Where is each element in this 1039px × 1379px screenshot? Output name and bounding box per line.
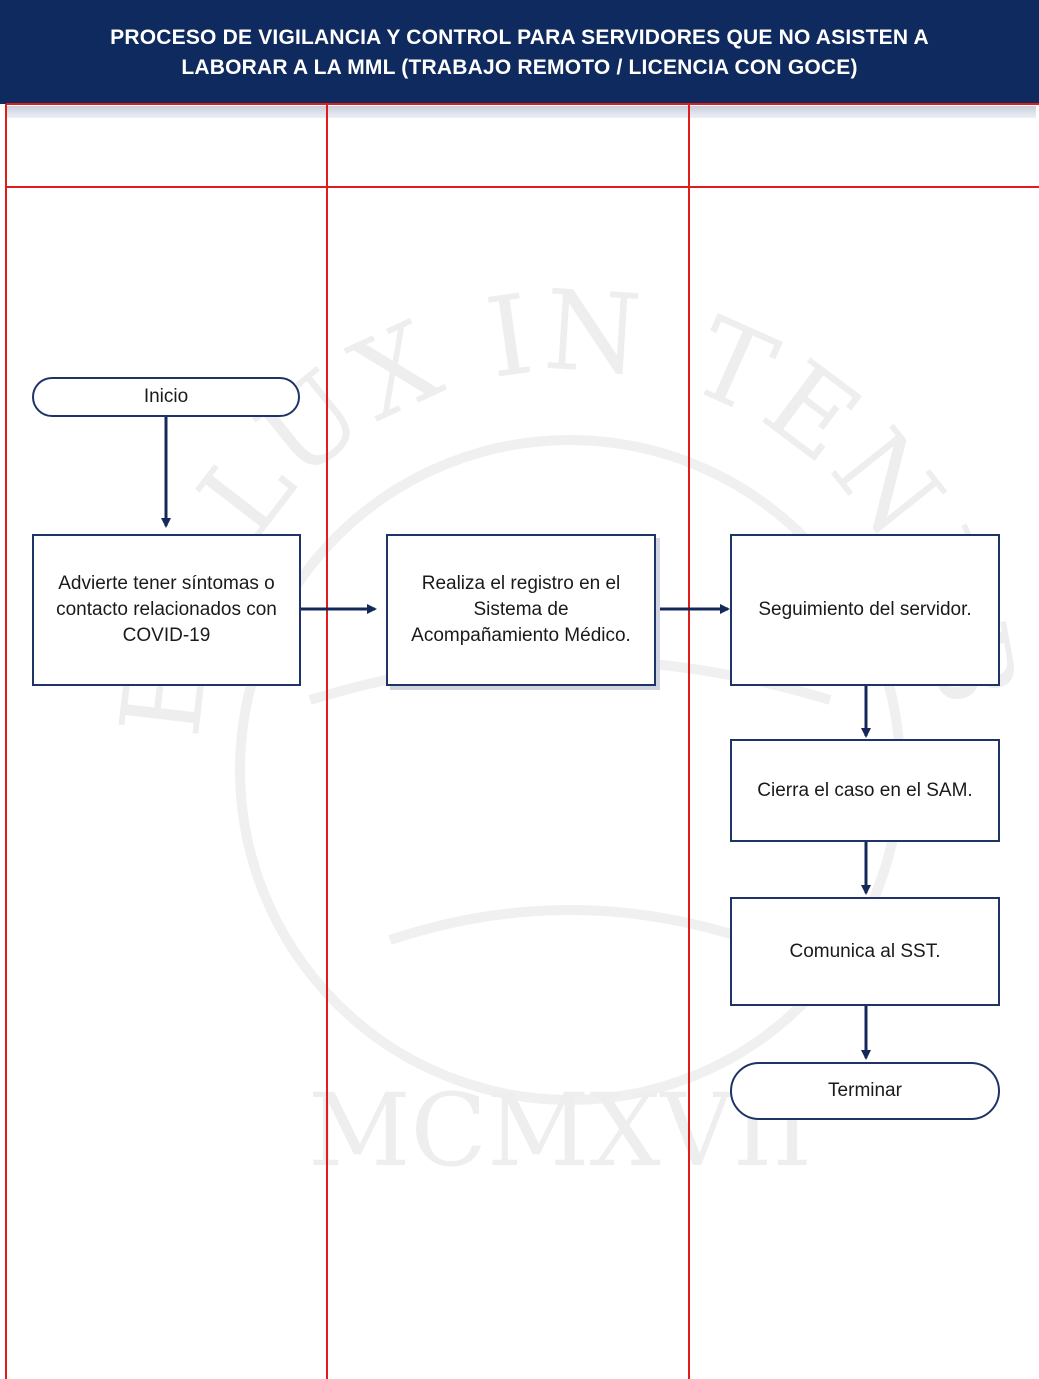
diagram-header: PROCESO DE VIGILANCIA Y CONTROL PARA SER… (0, 0, 1039, 104)
step-cierra-caso: Cierra el caso en el SAM. (730, 739, 1000, 842)
step-realiza-registro: Realiza el registro en el Sistema de Aco… (386, 534, 656, 686)
step-seguimiento-servidor: Seguimiento del servidor. (730, 534, 1000, 686)
start-terminator: Inicio (32, 377, 300, 417)
step-advierte-sintomas: Advierte tener síntomas o contacto relac… (32, 534, 301, 686)
end-terminator: Terminar (730, 1062, 1000, 1120)
step-comunica-sst: Comunica al SST. (730, 897, 1000, 1006)
header-title-line-2: LABORAR A LA MML (TRABAJO REMOTO / LICEN… (181, 56, 858, 79)
header-title-line-1: PROCESO DE VIGILANCIA Y CONTROL PARA SER… (110, 26, 929, 49)
header-shadow (6, 106, 1036, 118)
